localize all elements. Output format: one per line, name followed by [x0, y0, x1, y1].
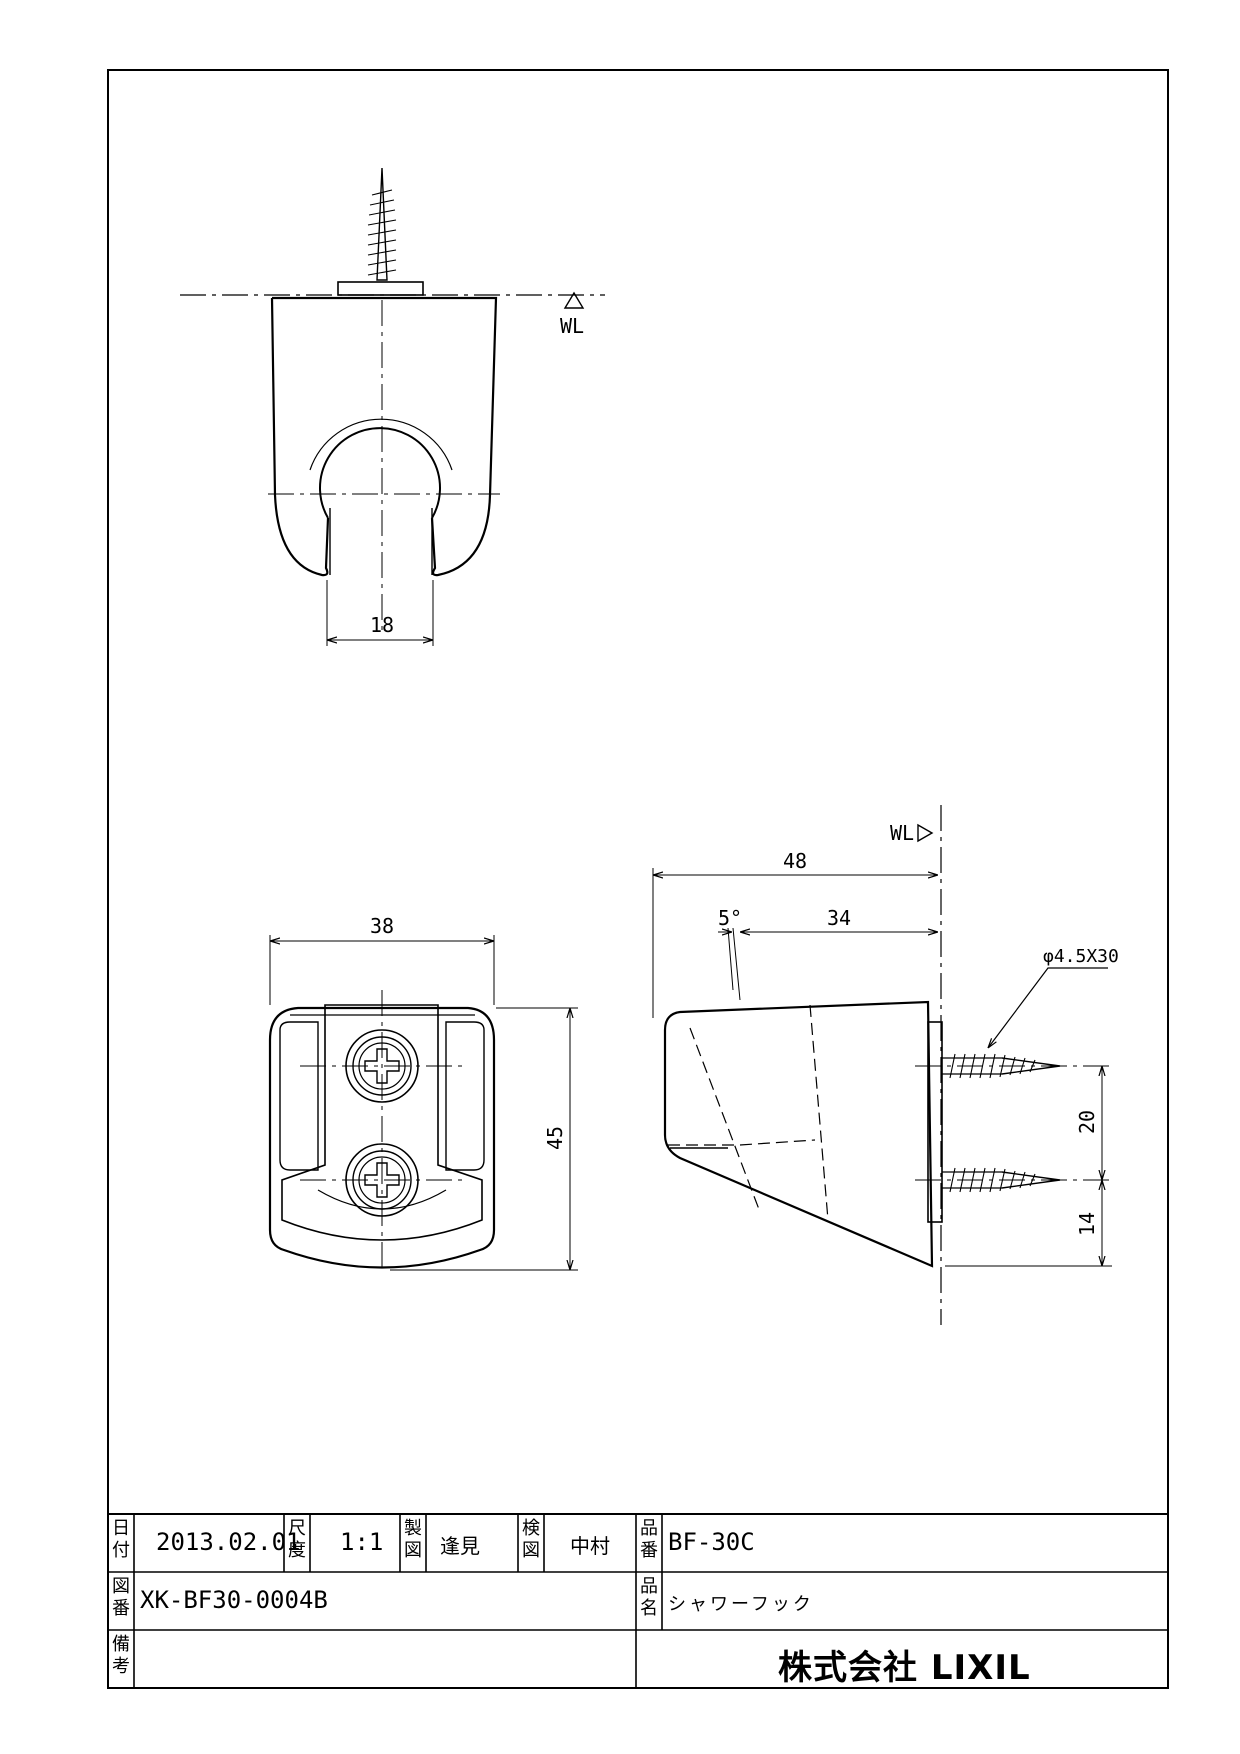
dim-side-depth: 34	[827, 906, 851, 930]
front-body	[268, 1006, 496, 1269]
wl-label-side: WL	[890, 821, 914, 845]
wl-symbol-side	[917, 823, 934, 843]
part-name-label: 品名	[640, 1576, 658, 1619]
dim-top-width: 18	[370, 613, 394, 637]
date-value: 2013.02.01	[156, 1528, 301, 1556]
front-view	[268, 935, 578, 1271]
top-screw	[337, 167, 424, 296]
wl-label-top: WL	[560, 314, 584, 338]
checked-label: 検図	[522, 1518, 540, 1561]
part-no-value: BF-30C	[668, 1528, 755, 1556]
top-view	[180, 167, 605, 646]
top-body	[270, 296, 498, 577]
wl-symbol-top	[563, 291, 585, 309]
drawn-by: 逢見	[440, 1534, 480, 1558]
checked-by: 中村	[570, 1534, 610, 1558]
remarks-label: 備考	[112, 1634, 130, 1677]
dim-side-angle: 5°	[718, 906, 742, 930]
drawing-no-label: 図番	[112, 1576, 130, 1619]
scale-label: 尺度	[288, 1518, 306, 1561]
side-body	[663, 1000, 934, 1268]
dim-front-height: 45	[543, 1126, 567, 1150]
sheet-border	[107, 69, 1169, 1689]
part-no-label: 品番	[640, 1518, 658, 1561]
company-logo: 株式会社 LIXIL	[778, 1648, 1031, 1688]
part-name-value: シャワーフック	[668, 1594, 814, 1615]
side-view	[652, 805, 1112, 1325]
dim-front-width: 38	[370, 914, 394, 938]
scale-value: 1:1	[340, 1528, 384, 1556]
drawn-label: 製図	[404, 1518, 422, 1561]
screw-spec-label: φ4.5X30	[1043, 946, 1119, 967]
dim-screw-pitch: 20	[1075, 1110, 1099, 1134]
title-block-grid	[108, 1513, 1168, 1688]
dim-side-total-depth: 48	[783, 849, 807, 873]
drawing-no-value: XK-BF30-0004B	[140, 1586, 328, 1614]
date-label: 日付	[112, 1518, 130, 1561]
dim-bottom-offset: 14	[1075, 1212, 1099, 1236]
